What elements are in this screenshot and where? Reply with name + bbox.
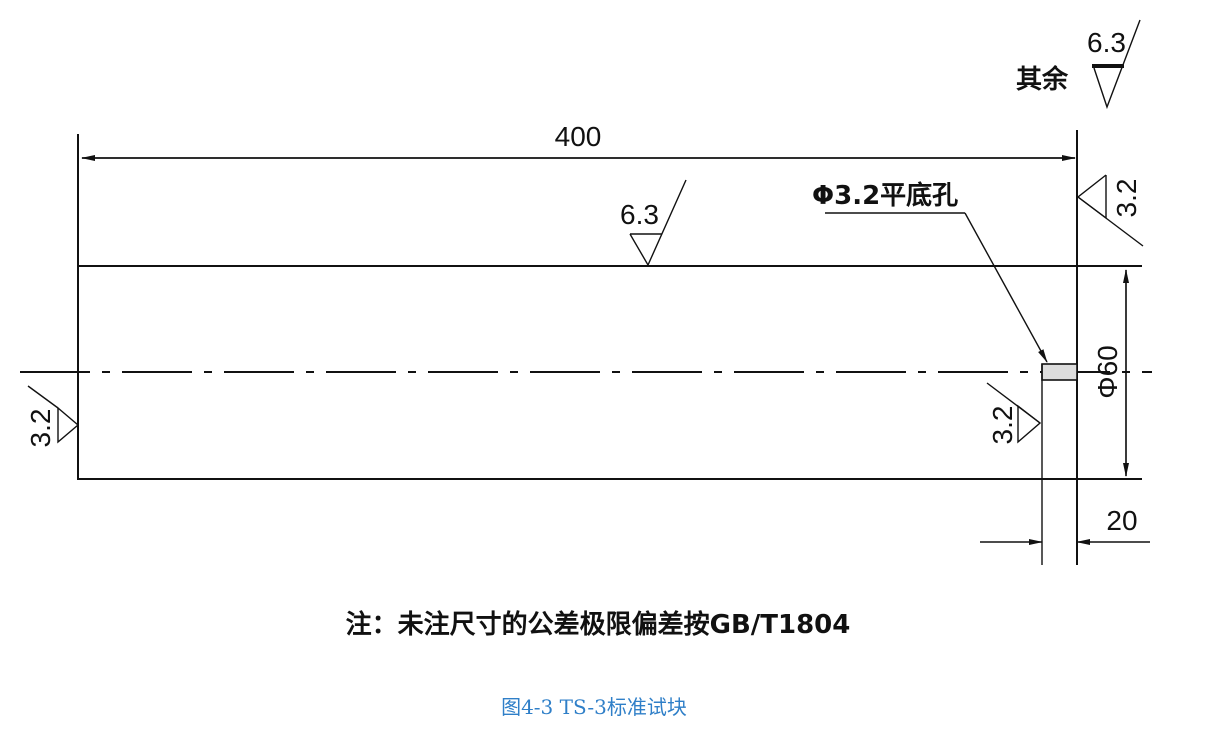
roughness-symbol-top: 6.3 — [620, 179, 687, 267]
diameter-dimension: Φ60 — [1092, 269, 1129, 477]
part-outline — [20, 130, 1152, 565]
drawing-note: 注：未注尺寸的公差极限偏差按GB/T1804 — [346, 609, 851, 640]
hole-callout: Φ3.2平底孔 — [812, 180, 1048, 363]
length-dimension: 400 — [81, 121, 1076, 161]
roughness-top-value: 6.3 — [620, 199, 659, 230]
roughness-general: 其余 6.3 — [1016, 19, 1141, 110]
flat-bottom-hole — [1041, 363, 1078, 565]
roughness-symbol-hole-end: 3.2 — [986, 382, 1042, 445]
roughness-symbol-left: 3.2 — [25, 385, 80, 448]
hole-offset-dimension: 20 — [980, 505, 1150, 545]
roughness-hole-end-value: 3.2 — [987, 406, 1018, 445]
figure-caption: 图4-3 TS-3标准试块 — [501, 695, 687, 719]
roughness-right-value: 3.2 — [1111, 179, 1142, 218]
hole-callout-text: Φ3.2平底孔 — [812, 180, 958, 211]
hole-offset-dimension-text: 20 — [1106, 505, 1137, 536]
roughness-general-label: 其余 — [1016, 64, 1069, 95]
roughness-left-value: 3.2 — [25, 409, 56, 448]
length-dimension-text: 400 — [555, 121, 602, 152]
roughness-symbol-right: 3.2 — [1076, 174, 1144, 247]
roughness-general-value: 6.3 — [1087, 27, 1126, 58]
diameter-dimension-text: Φ60 — [1092, 345, 1123, 398]
